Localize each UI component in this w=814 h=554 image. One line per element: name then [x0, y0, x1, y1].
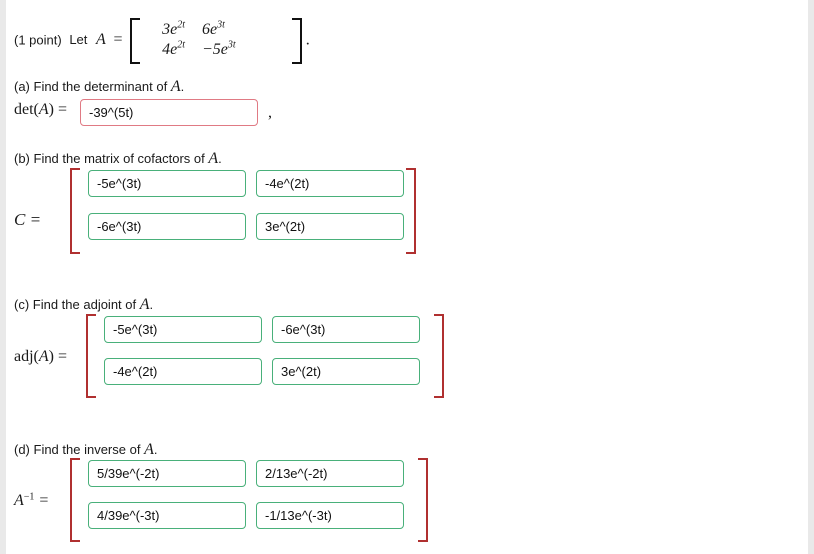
inverse-label: A−1 = [14, 492, 48, 510]
inverse-bracket-left [70, 458, 80, 542]
matrix-row: 3e2t 6e3t [158, 20, 249, 40]
part-a-prompt-end: . [180, 79, 185, 94]
exponent: 2t [177, 39, 185, 51]
equals-sign: = [113, 31, 123, 49]
part-a-prompt-var: A [170, 78, 181, 95]
cofactor-bracket-right [406, 168, 416, 254]
cofactor-bracket-left [70, 168, 80, 254]
cofactor-input-r0c1[interactable] [256, 170, 404, 197]
adjoint-matrix [86, 314, 444, 398]
inverse-matrix [70, 458, 428, 542]
let-label: Let [69, 32, 88, 48]
adjoint-input-r0c1[interactable] [272, 316, 420, 343]
matrix-bracket-left [130, 18, 141, 64]
cofactor-input-r1c1[interactable] [256, 213, 404, 240]
inverse-label-equals: = [39, 492, 49, 509]
cofactor-input-r0c0[interactable] [88, 170, 246, 197]
cofactor-label-text: C = [14, 210, 42, 229]
cofactor-label: C = [14, 210, 41, 230]
cofactor-matrix [70, 168, 416, 254]
part-d-prompt: (d) Find the inverse of A. [14, 441, 157, 459]
adjoint-bracket-left [86, 314, 96, 398]
part-a-prompt-text: (a) Find the determinant of [14, 79, 168, 94]
part-c-prompt-text: (c) Find the adjoint of [14, 297, 137, 312]
part-d-prompt-text: (d) Find the inverse of [14, 442, 141, 457]
adj-label: adj(A) = [14, 348, 67, 366]
det-label-close: ) = [48, 101, 68, 118]
det-label-var: A [38, 101, 49, 118]
matrix-cell-r0c0: 3e2t [162, 19, 185, 38]
part-b-prompt-text: (b) Find the matrix of cofactors of [14, 151, 205, 166]
inverse-input-r1c1[interactable] [256, 502, 404, 529]
part-c-prompt-end: . [149, 297, 154, 312]
det-input[interactable] [80, 99, 258, 126]
adj-label-close: ) = [48, 348, 68, 365]
exponent: 3t [217, 19, 225, 31]
part-c-prompt-var: A [139, 296, 150, 313]
inverse-bracket-right [418, 458, 428, 542]
points-label: (1 point) [14, 32, 62, 48]
problem-statement: (1 point) Let A = 3e2t 6e3t [14, 18, 310, 64]
page-right-edge [808, 0, 814, 554]
inverse-input-r1c0[interactable] [88, 502, 246, 529]
statement-period: . [305, 31, 310, 49]
part-c-prompt: (c) Find the adjoint of A. [14, 296, 153, 314]
inverse-label-exponent: −1 [23, 491, 35, 503]
part-d-prompt-end: . [153, 442, 158, 457]
det-label: det(A) = [14, 101, 67, 119]
statement-matrix: 3e2t 6e3t 4e2t −5e3t [130, 18, 303, 64]
part-a-prompt: (a) Find the determinant of A. [14, 78, 184, 96]
matrix-cell-r1c0: 4e2t [162, 39, 185, 58]
adj-label-var: A [38, 348, 49, 365]
det-trailing-comma: , [268, 104, 272, 121]
exponent: 2t [177, 19, 185, 31]
matrix-name-A: A [96, 31, 106, 49]
adjoint-bracket-right [434, 314, 444, 398]
adjoint-input-r0c0[interactable] [104, 316, 262, 343]
det-label-open: det( [14, 101, 39, 118]
part-b-prompt-var: A [208, 150, 219, 167]
part-d-prompt-var: A [144, 441, 154, 458]
part-b-prompt-end: . [218, 151, 222, 166]
inverse-input-r0c1[interactable] [256, 460, 404, 487]
adjoint-input-r1c0[interactable] [104, 358, 262, 385]
inverse-input-r0c0[interactable] [88, 460, 246, 487]
part-b-prompt: (b) Find the matrix of cofactors of A. [14, 150, 222, 168]
cofactor-input-r1c0[interactable] [88, 213, 246, 240]
page-left-edge [0, 0, 6, 554]
matrix-cell-r1c1: −5e3t [201, 39, 236, 58]
exponent: 3t [227, 39, 236, 51]
matrix-cell-r0c1: 6e3t [201, 19, 225, 38]
matrix-bracket-right [292, 18, 303, 64]
adj-label-open: adj( [14, 348, 39, 365]
adjoint-input-r1c1[interactable] [272, 358, 420, 385]
inverse-label-var: A [14, 492, 24, 509]
matrix-row: 4e2t −5e3t [158, 40, 249, 60]
